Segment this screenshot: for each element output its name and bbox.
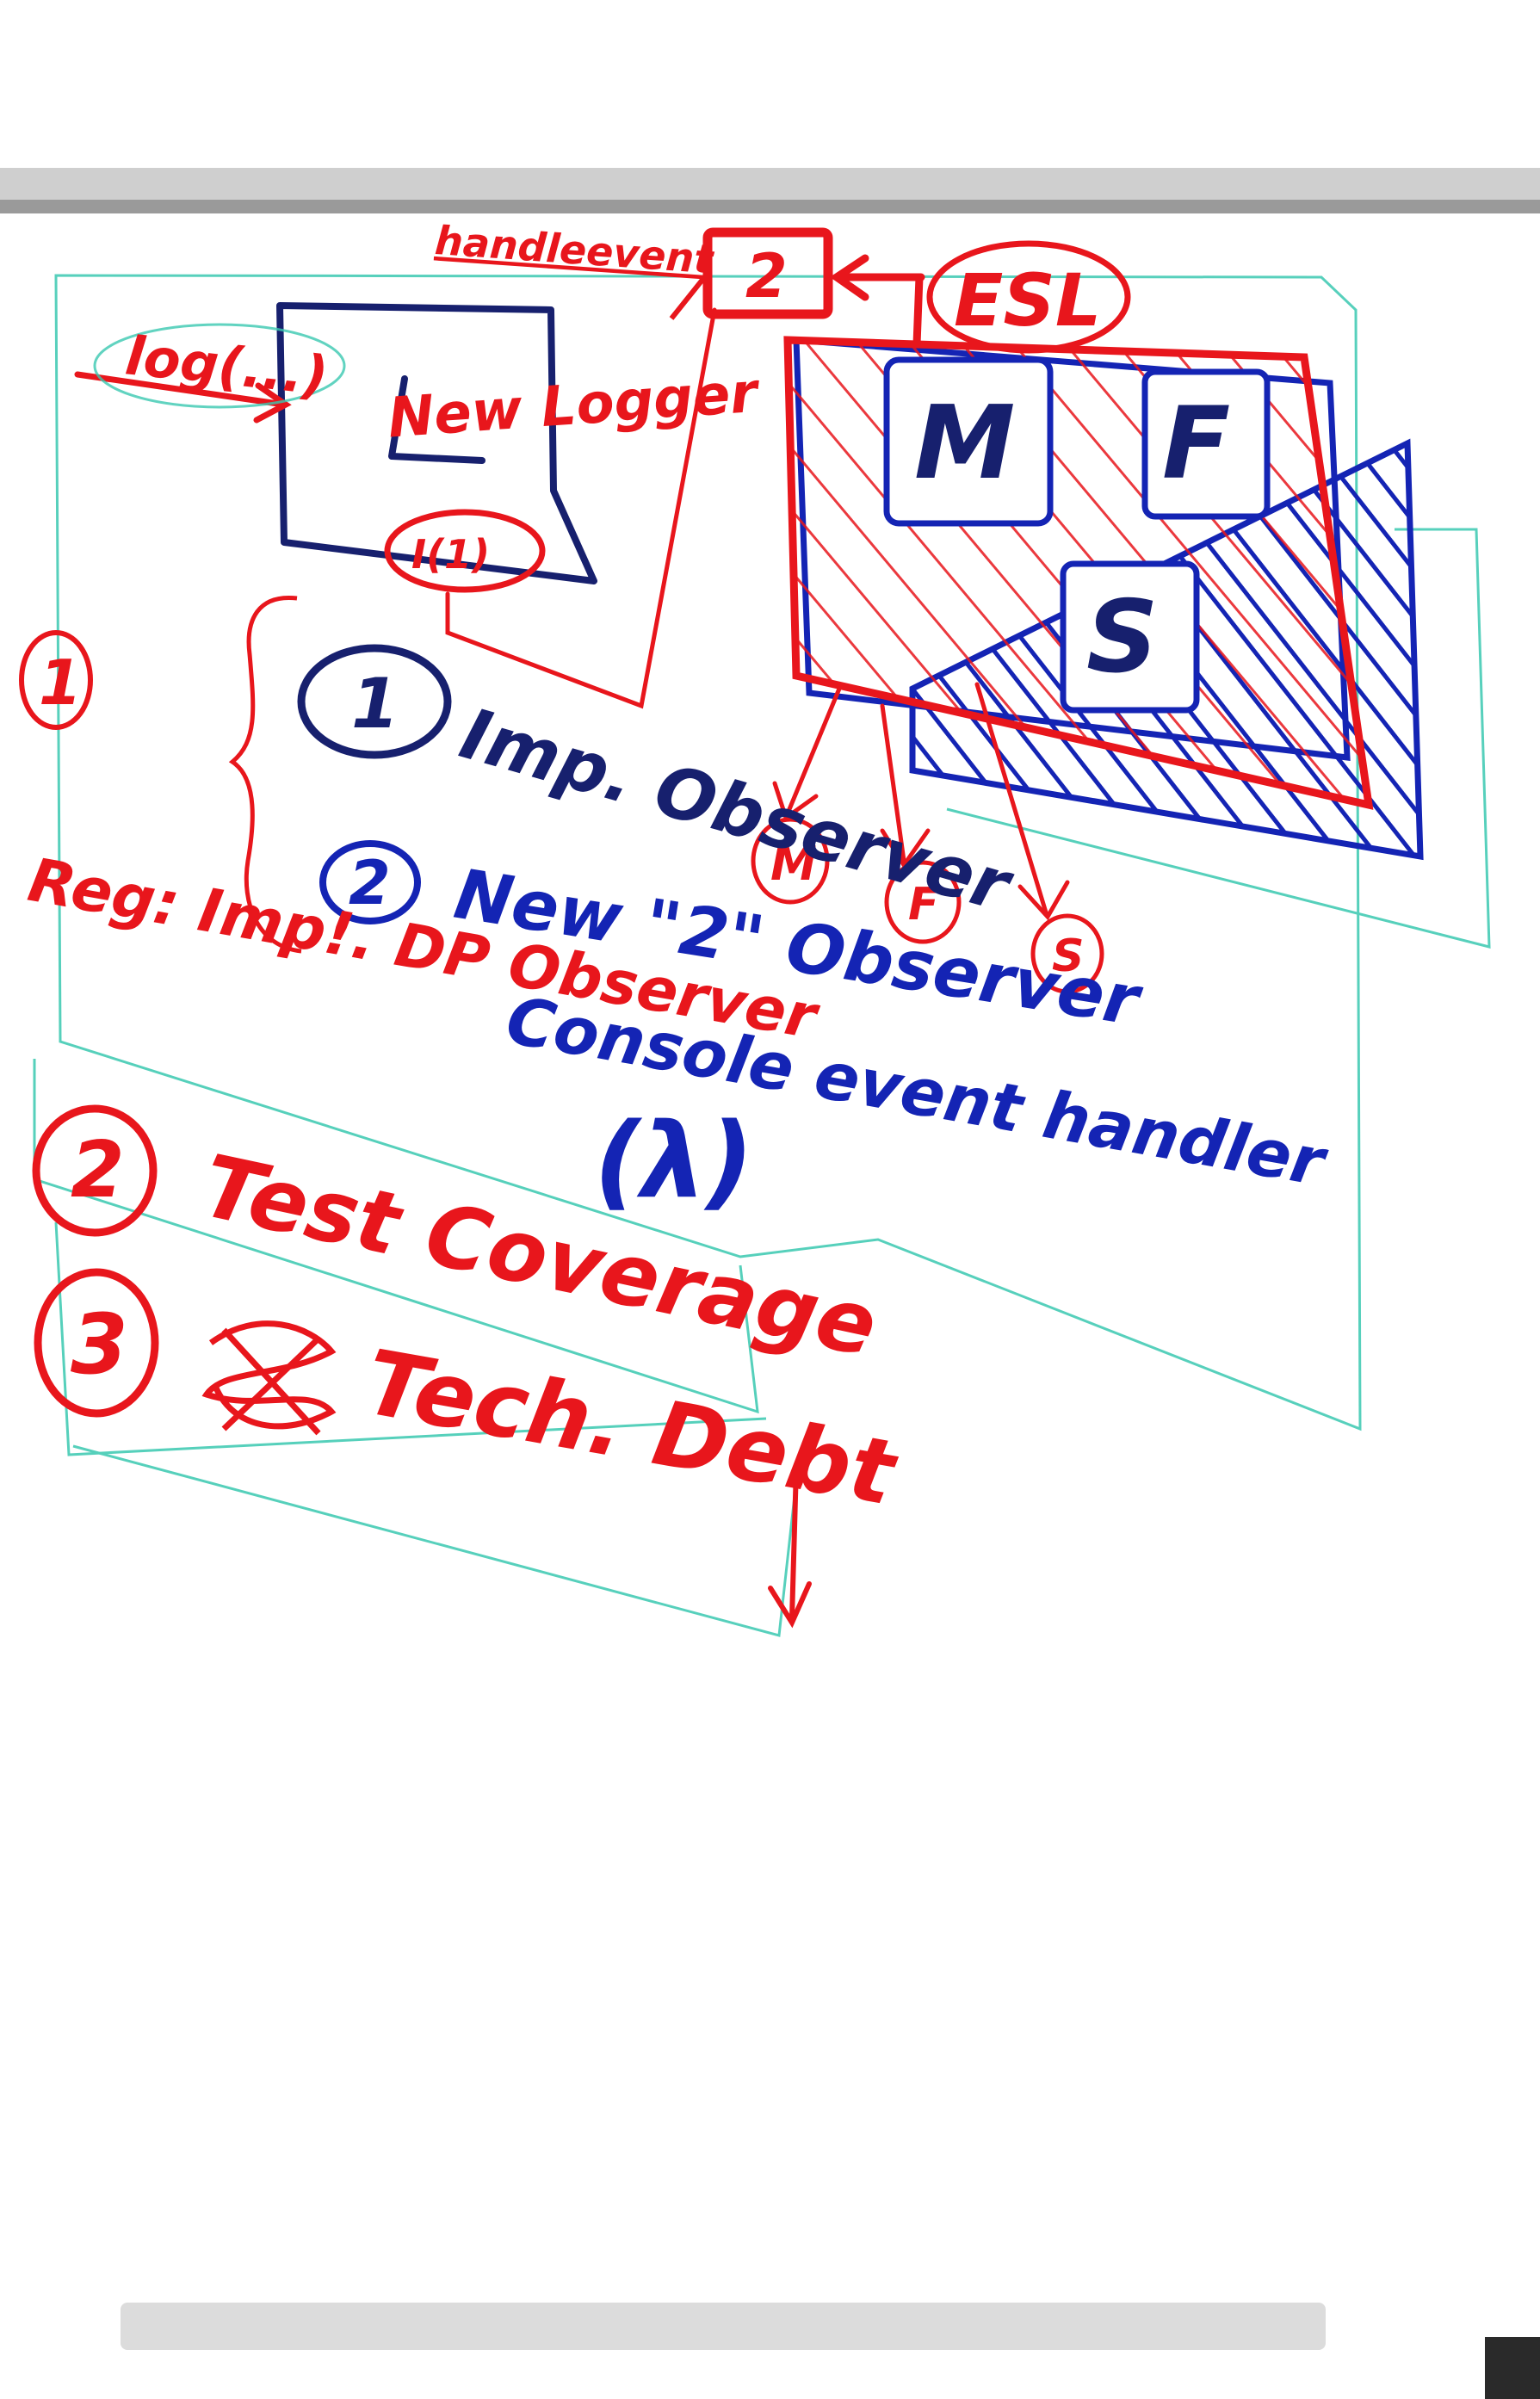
priority-1-brace	[228, 595, 302, 954]
output-f-label: F	[908, 879, 939, 931]
output-s-label: S	[1052, 931, 1084, 982]
new-logger-box	[276, 302, 597, 584]
module-m-label: M	[914, 383, 1015, 502]
output-m-label: M	[770, 837, 817, 891]
scribbled-out-word	[201, 1320, 337, 1436]
module-f-box	[1141, 368, 1271, 520]
step-1-circle	[297, 644, 452, 759]
board-top-edge-shadow	[0, 200, 1540, 213]
output-f-circle	[884, 860, 962, 944]
priority-1-circle	[19, 630, 93, 730]
module-s-label: S	[1086, 579, 1159, 696]
board-corner	[1485, 2337, 1540, 2399]
step-2-circle	[319, 840, 421, 924]
teal-outlines	[33, 274, 1491, 1637]
logger-impl-label: I(1)	[411, 531, 490, 578]
priority-3-number: 3	[71, 1296, 128, 1393]
module-f-label: F	[1162, 386, 1230, 502]
handle-event-arrow	[669, 274, 708, 320]
board-bottom-edge	[121, 2303, 1326, 2350]
logger-impl-oval	[384, 509, 546, 593]
module-s-box	[1060, 560, 1200, 714]
esl-label: ESL	[954, 258, 1101, 343]
priority-2-number: 2	[71, 1125, 125, 1215]
output-m-circle	[751, 817, 830, 905]
log-call-arrow	[74, 323, 346, 424]
esl-to-handler-arrow	[830, 254, 925, 349]
handler-box-label: 2	[745, 241, 788, 312]
module-m-box	[883, 356, 1054, 527]
tech-debt-down-arrow	[768, 1465, 812, 1629]
handler-box	[702, 227, 833, 319]
logger-to-handler-wire	[445, 307, 717, 709]
log-call-label: log(...)	[122, 324, 331, 407]
module-output-arrows	[772, 682, 1070, 921]
priority-2-circle	[32, 1104, 158, 1237]
step-1-number: 1	[351, 664, 399, 744]
output-s-circle	[1030, 913, 1104, 994]
lambda-label: (λ)	[594, 1102, 754, 1221]
priority-1-number: 1	[39, 646, 82, 719]
handle-event-label: handleevent	[434, 217, 717, 283]
new-logger-label: New Logger	[386, 362, 762, 451]
module-boxes	[883, 356, 1271, 714]
priority-3-circle	[34, 1268, 159, 1418]
step-2-number: 2	[349, 848, 391, 918]
